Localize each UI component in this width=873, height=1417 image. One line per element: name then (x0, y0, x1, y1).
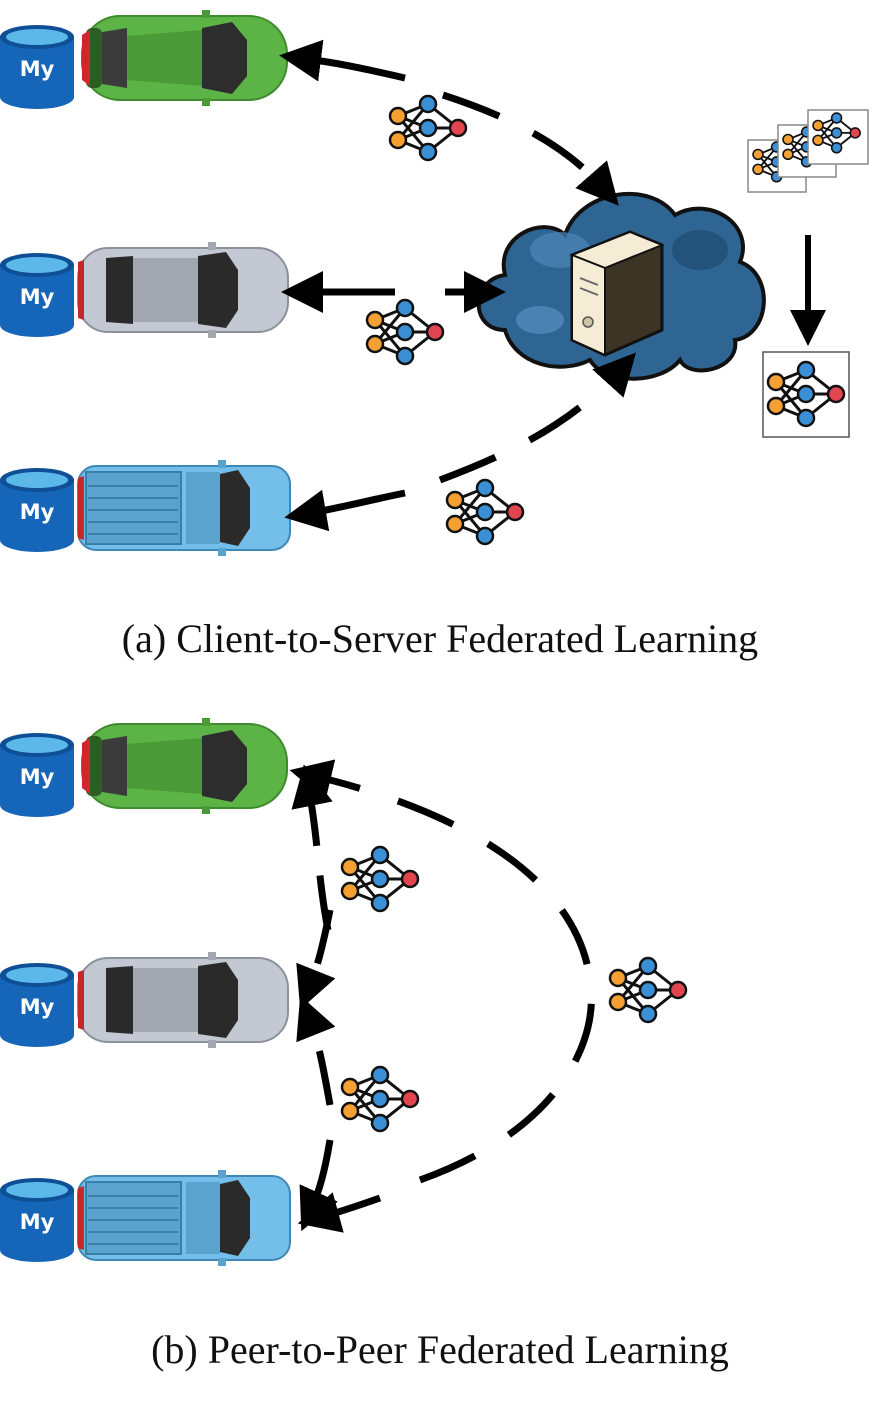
global-model-card (762, 351, 850, 438)
vehicle-green-hatchback (81, 9, 288, 107)
database-label: My (20, 285, 55, 309)
arrow-server-to-car1 (279, 39, 406, 82)
panel-client-to-server: My My My (0, 9, 869, 661)
arrows-client-server (279, 39, 637, 532)
model-icon (608, 956, 688, 1024)
arrow-car1-to-server (441, 91, 619, 206)
caption-a: (a) Client-to-Server Federated Learning (122, 616, 758, 661)
database-icon: My (0, 468, 74, 552)
arrow-car1-to-car2 (296, 909, 336, 1010)
model-icon (388, 94, 468, 162)
model-icon (340, 1065, 420, 1133)
database-icon: My (0, 733, 74, 817)
database-label: My (20, 765, 55, 789)
database-icon: My (0, 253, 74, 337)
database-icon: My (0, 1178, 74, 1262)
model-icon (340, 845, 420, 913)
arrow-car2-to-car3 (299, 1139, 338, 1232)
database-label: My (20, 1210, 55, 1234)
arrow-car1-to-car3-outer (297, 1192, 382, 1233)
vehicle-silver-sedan (77, 951, 289, 1049)
server-tower-icon (569, 230, 665, 357)
arrow-car3-to-car2 (296, 995, 336, 1106)
arrows-peer-to-peer (289, 759, 595, 1233)
arrow-car3-to-server (438, 352, 637, 484)
vehicle-blue-pickup (77, 459, 291, 557)
vehicle-silver-sedan (77, 241, 289, 339)
model-icon (365, 298, 445, 366)
database-label: My (20, 500, 55, 524)
caption-b: (b) Peer-to-Peer Federated Learning (151, 1327, 729, 1372)
database-icon: My (0, 25, 74, 109)
database-label: My (20, 57, 55, 81)
arrow-server-to-car3 (284, 489, 406, 532)
database-label: My (20, 995, 55, 1019)
vehicle-green-hatchback (81, 717, 288, 815)
arrow-car2-to-car1 (291, 764, 333, 931)
database-icon: My (0, 963, 74, 1047)
arrow-car3-to-car1-outer (289, 759, 595, 1184)
vehicle-blue-pickup (77, 1169, 291, 1267)
local-models-stack (747, 109, 869, 193)
cloud-server (476, 192, 766, 381)
model-icon (445, 478, 525, 546)
panel-peer-to-peer: My My My (b) (0, 717, 729, 1372)
